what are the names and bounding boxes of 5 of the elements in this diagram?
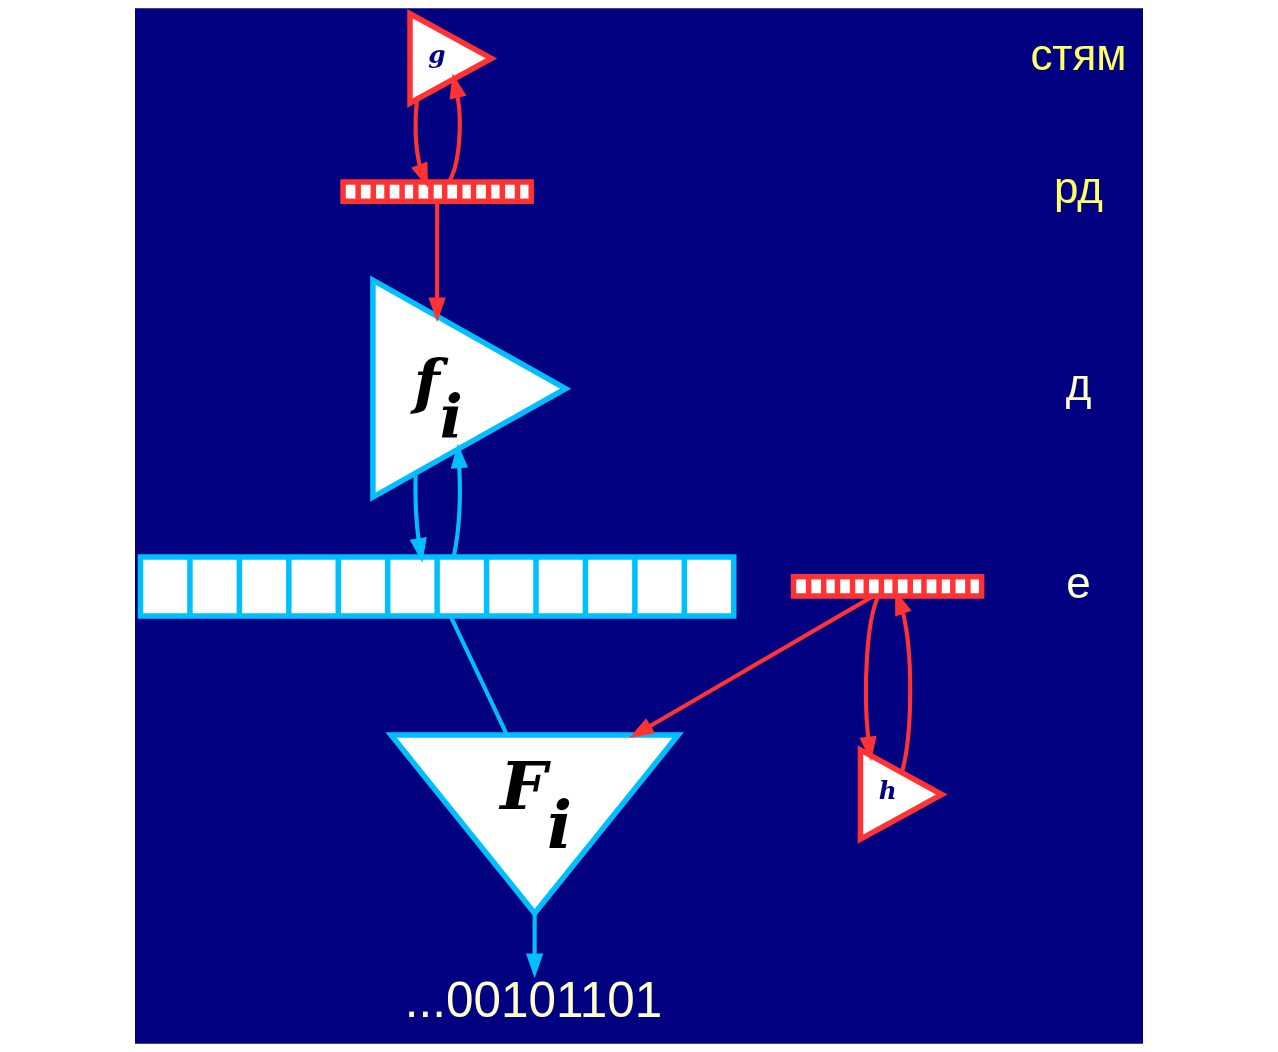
label: д <box>1065 359 1092 409</box>
label: е <box>1066 557 1091 607</box>
node-text: ...00101101 <box>404 972 663 1028</box>
label: рд <box>1053 162 1103 212</box>
label: стям <box>1030 29 1127 79</box>
